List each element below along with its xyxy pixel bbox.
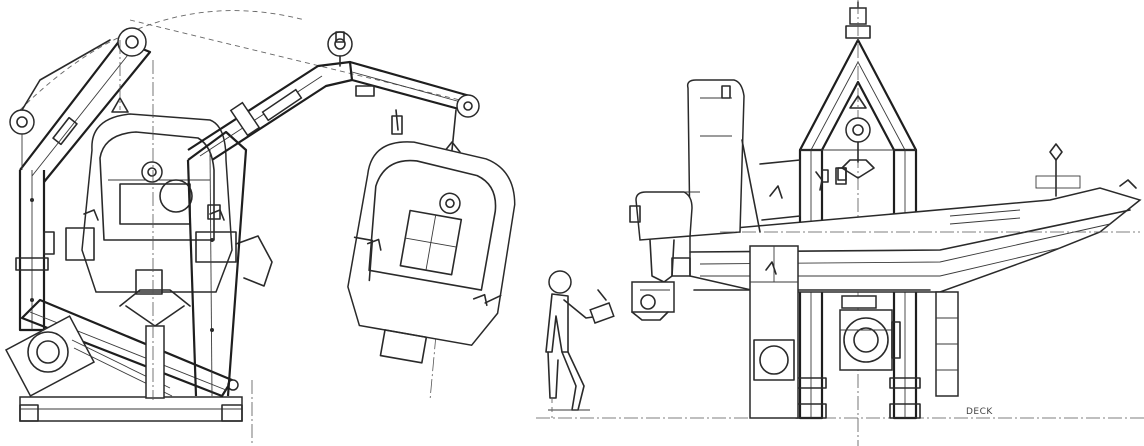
base-frame: [19, 396, 243, 422]
rescue-boat: [682, 79, 1142, 293]
hydraulic-unit: [4, 315, 173, 397]
extended-boom: [187, 31, 480, 161]
boat-cradle: [119, 60, 191, 400]
davit-frame-center: [186, 130, 248, 397]
davit-column: [15, 170, 55, 332]
davit-pedestal: [749, 245, 799, 419]
stowed-boat: [65, 113, 273, 293]
deck-label: DECK: [966, 407, 993, 417]
upper-boom-left: [9, 27, 152, 183]
hook-left: [111, 97, 129, 113]
winch-block: [821, 95, 875, 183]
end-elevation-view: DECK: [536, 0, 1144, 446]
operator-figure: [545, 270, 615, 411]
drum-winch: [839, 295, 901, 371]
launched-boat: [347, 141, 516, 364]
boom-swing-arc: [19, 10, 306, 111]
fender-stack: [935, 291, 959, 397]
side-elevation-view: [4, 10, 516, 422]
outboard-motor: [629, 191, 693, 321]
